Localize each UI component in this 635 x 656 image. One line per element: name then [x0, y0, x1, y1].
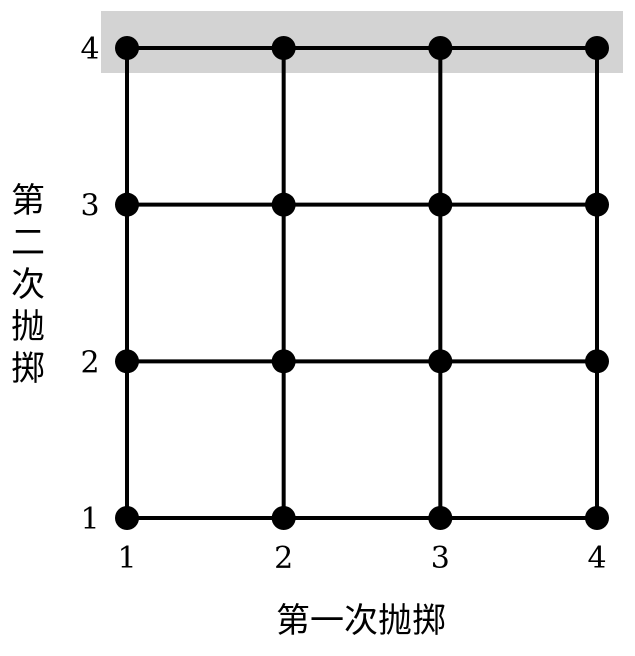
axis-titles: 第一次抛掷 第二次抛掷 — [11, 181, 446, 641]
x-tick-label: 4 — [587, 541, 606, 576]
outcome-point-2-4 — [271, 36, 296, 60]
outcome-point-2-1 — [271, 506, 296, 530]
outcome-point-1-3 — [115, 192, 139, 217]
outcome-point-2-3 — [271, 192, 296, 217]
x-tick-label: 2 — [274, 541, 293, 576]
outcome-point-1-4 — [115, 36, 139, 60]
outcome-point-4-4 — [585, 36, 609, 60]
y-tick-label: 3 — [80, 189, 99, 224]
outcome-point-4-2 — [585, 349, 609, 374]
outcome-point-3-2 — [428, 349, 453, 374]
outcome-point-4-3 — [585, 192, 609, 217]
tick-labels: 1 2 3 4 1 2 3 4 — [80, 32, 606, 576]
outcome-point-4-1 — [585, 506, 609, 530]
outcome-point-1-2 — [115, 349, 139, 374]
y-tick-label: 2 — [80, 345, 99, 380]
highlight-layer — [101, 11, 623, 73]
x-tick-label: 1 — [117, 541, 136, 576]
outcome-point-3-1 — [428, 506, 453, 530]
outcome-point-2-2 — [271, 349, 296, 374]
grid-points — [115, 36, 609, 530]
outcome-point-3-3 — [428, 192, 453, 217]
x-axis-title: 第一次抛掷 — [276, 601, 446, 641]
y-tick-label: 1 — [80, 502, 99, 537]
grid-lines — [125, 46, 599, 520]
highlight-row-band — [101, 11, 623, 73]
x-tick-label: 3 — [431, 541, 450, 576]
y-tick-label: 4 — [80, 32, 99, 67]
outcome-point-3-4 — [428, 36, 453, 60]
outcome-point-1-1 — [115, 506, 139, 530]
y-axis-title: 第二次抛掷 — [11, 181, 45, 389]
